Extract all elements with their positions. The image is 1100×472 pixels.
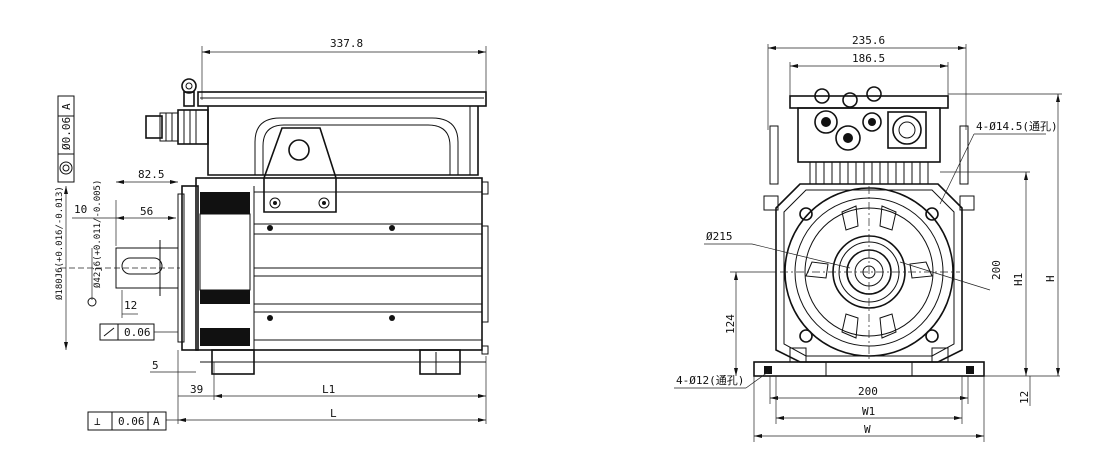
dim-H: H	[948, 93, 1062, 376]
dim-text-W1: W1	[862, 405, 875, 418]
front-view: 235.6 186.5	[674, 34, 1062, 442]
motor-body	[177, 177, 489, 355]
dim-text-12: 12	[124, 299, 137, 312]
tol-top-datum: A	[60, 103, 73, 110]
dim-top-length: 337.8	[201, 37, 487, 100]
dim-text-82-5: 82.5	[138, 168, 165, 181]
dim-width-inner: 186.5	[789, 52, 949, 96]
dim-text-foot-holes: 4-Ø12(通孔)	[676, 374, 744, 387]
junction-box-front	[789, 86, 949, 163]
lifting-bracket	[263, 127, 337, 213]
dim-spigot-39: 39	[177, 350, 215, 424]
label-pcd-215: Ø215	[704, 230, 851, 269]
tol-top-value: Ø0.06	[60, 117, 73, 150]
dim-H1: H1	[940, 171, 1030, 376]
dim-base-200: 200	[769, 376, 969, 404]
dim-W1: W1	[775, 376, 963, 424]
dim-total-L: L	[166, 407, 486, 422]
dim-text-W: W	[864, 423, 871, 436]
cooling-fins	[809, 161, 929, 185]
label-foot-holes: 4-Ø12(通孔)	[674, 371, 769, 389]
tol-bottom-value: 0.06	[118, 415, 145, 428]
dim-text-186-5: 186.5	[852, 52, 885, 65]
dim-shaft-diameter: Ø42j6(+0.011/-0.005)	[87, 180, 103, 307]
position-tolerance: Ø0.06 A	[57, 95, 75, 183]
label-holes-14-5: 4-Ø14.5(通孔)	[939, 120, 1058, 205]
dim-text-runout: 0.06	[124, 326, 151, 339]
junction-box	[197, 91, 487, 176]
dim-key-width: 12	[121, 290, 138, 318]
dim-width-top: 235.6	[767, 34, 967, 130]
perpendicularity-tolerance: ⊥ 0.06 A	[87, 411, 167, 431]
dim-text-10: 10	[74, 203, 87, 216]
shaft	[60, 240, 180, 296]
cable-connector	[145, 109, 209, 145]
motor-feet	[200, 349, 486, 375]
dim-text-spigot: Ø180J6(+0.016/-0.013)	[54, 186, 65, 300]
dim-flange-5: 5	[150, 359, 196, 373]
dim-diag-200: 200	[899, 260, 1003, 291]
dim-text-4-holes: 4-Ø14.5(通孔)	[976, 120, 1058, 133]
dim-key-offset: 10	[72, 200, 117, 246]
dim-spigot-diameter: Ø180J6(+0.016/-0.013)	[54, 186, 68, 350]
dim-text-top-length: 337.8	[330, 37, 363, 50]
feet-front	[753, 347, 985, 377]
dim-flange-depth: 82.5	[116, 168, 178, 184]
dim-text-200-vert: 200	[990, 260, 1003, 280]
dim-text-H: H	[1044, 275, 1057, 282]
dim-text-39: 39	[190, 383, 203, 396]
dim-foot-12: 12	[984, 375, 1060, 406]
tol-bottom-symbol: ⊥	[94, 415, 101, 428]
runout-tolerance: 0.06	[99, 323, 178, 341]
dim-W: W	[753, 376, 985, 442]
dim-text-235-6: 235.6	[852, 34, 885, 47]
dim-text-L1: L1	[322, 383, 335, 396]
side-view: 337.8	[54, 37, 489, 431]
motor-face	[780, 186, 960, 360]
dim-text-56: 56	[140, 205, 153, 218]
dim-text-shaft: Ø42j6(+0.011/-0.005)	[92, 180, 103, 288]
dim-text-H1: H1	[1012, 273, 1025, 286]
dim-text-124: 124	[724, 314, 737, 334]
dim-key-length: 56	[116, 205, 176, 220]
dim-text-215: Ø215	[706, 230, 733, 243]
dim-body-L1: L1	[214, 356, 487, 424]
dim-text-12-foot: 12	[1018, 391, 1031, 404]
dim-text-200-base: 200	[858, 385, 878, 398]
dim-text-L: L	[330, 407, 337, 420]
cable-gland-top	[181, 78, 197, 107]
tol-bottom-datum: A	[153, 415, 160, 428]
dim-center-height: 124	[724, 271, 776, 376]
dim-text-5: 5	[152, 359, 159, 372]
